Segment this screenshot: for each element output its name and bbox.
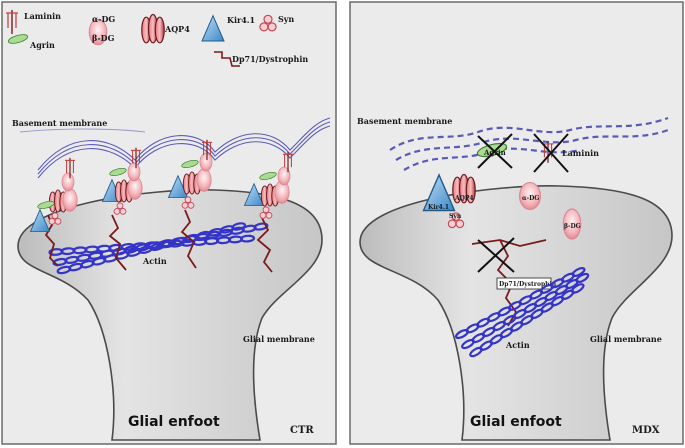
ctr-glial-enfoot-label: Glial enfoot [128, 414, 220, 430]
legend-alpha-dg: α-DG [92, 14, 115, 24]
mdx-syn-label: Syn [449, 213, 462, 220]
mdx-aqp4-label: AQP4 [454, 195, 474, 202]
mdx-dp71-label: Dp71/Dystrophin [499, 281, 557, 288]
dp71-icon [214, 51, 240, 67]
mdx-aqp4: AQP4 [452, 173, 476, 204]
legend-laminin: Laminin [24, 11, 61, 21]
panel-ctr: Laminin Agrin α-DG β-DG AQP4 Kir4.1 Syn … [1, 1, 337, 445]
legend-syn: Syn [278, 14, 294, 24]
mdx-beta-dg-label: β-DG [564, 223, 581, 230]
mdx-kir41: Kir4.1 [422, 174, 456, 212]
legend-agrin: Agrin [29, 40, 55, 50]
aqp4-icon [141, 13, 165, 44]
ctr-glial-membrane-label: Glial membrane [243, 334, 315, 344]
legend-beta-dg: β-DG [92, 33, 115, 43]
mdx-agrin-label: Agrin [483, 148, 506, 157]
ctr-basement-membrane-label: Basement membrane [12, 118, 107, 128]
mdx-laminin-label: Laminin [562, 148, 599, 158]
mdx-agrin-crossed: Agrin [475, 133, 513, 169]
mdx-alpha-dg: α-DG [518, 181, 542, 211]
mdx-glial-membrane-label: Glial membrane [590, 334, 662, 344]
complex-ctr-3 [168, 139, 213, 269]
complex-ctr-4 [244, 151, 294, 273]
mdx-glial-enfoot-label: Glial enfoot [470, 414, 562, 430]
complex-ctr-1 [30, 157, 78, 267]
mdx-basement-membrane-label: Basement membrane [357, 116, 452, 126]
panel-mdx: Basement membrane Agrin Laminin Kir4.1 A… [349, 1, 684, 445]
legend: Laminin Agrin α-DG β-DG AQP4 Kir4.1 Syn … [5, 9, 308, 67]
mdx-alpha-dg-label: α-DG [522, 195, 539, 202]
mdx-beta-dg: β-DG [562, 208, 582, 240]
mdx-condition-label: MDX [632, 425, 660, 436]
ctr-condition-label: CTR [290, 425, 314, 436]
mdx-syn: Syn [447, 212, 465, 229]
legend-kir41: Kir4.1 [227, 15, 255, 25]
mdx-kir41-label: Kir4.1 [428, 204, 449, 211]
mdx-laminin-crossed: Laminin [533, 133, 599, 173]
complex-ctr-2 [102, 147, 143, 271]
mdx-actin-label: Actin [505, 340, 530, 350]
legend-aqp4: AQP4 [164, 24, 190, 34]
legend-dp71: Dp71/Dystrophin [232, 54, 308, 64]
ctr-actin-label: Actin [142, 256, 167, 266]
